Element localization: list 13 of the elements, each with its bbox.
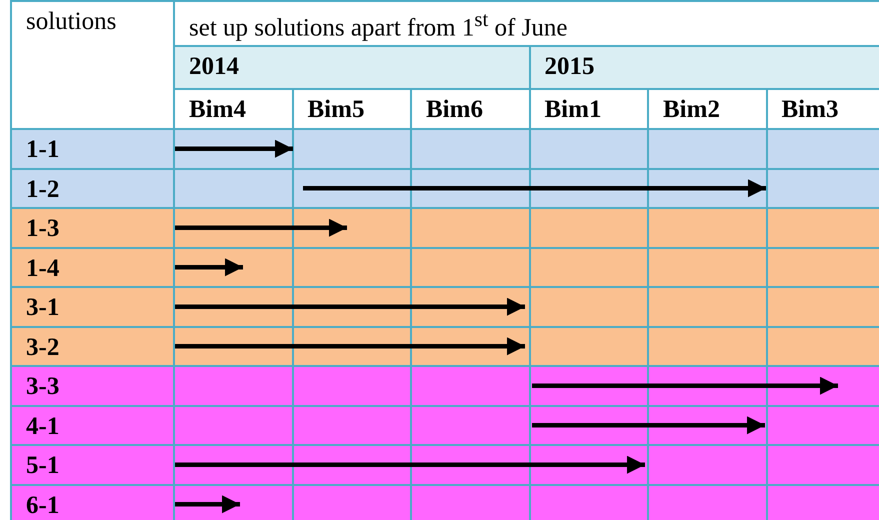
row-label: 1-3 — [10, 207, 175, 248]
row-label: 4-1 — [10, 404, 175, 446]
row-label: 3-2 — [10, 326, 175, 367]
row-label: 3-1 — [10, 286, 175, 328]
row-label: 1-2 — [10, 168, 175, 209]
row-label: 6-1 — [10, 484, 175, 520]
column-header: solutions — [10, 0, 175, 130]
row-label: 1-4 — [10, 246, 175, 288]
year-header: 2015 — [528, 45, 879, 90]
year-header: 2014 — [173, 45, 530, 90]
row-label: 3-3 — [10, 365, 175, 406]
row-label: 5-1 — [10, 444, 175, 486]
row-label: 1-1 — [10, 128, 175, 170]
